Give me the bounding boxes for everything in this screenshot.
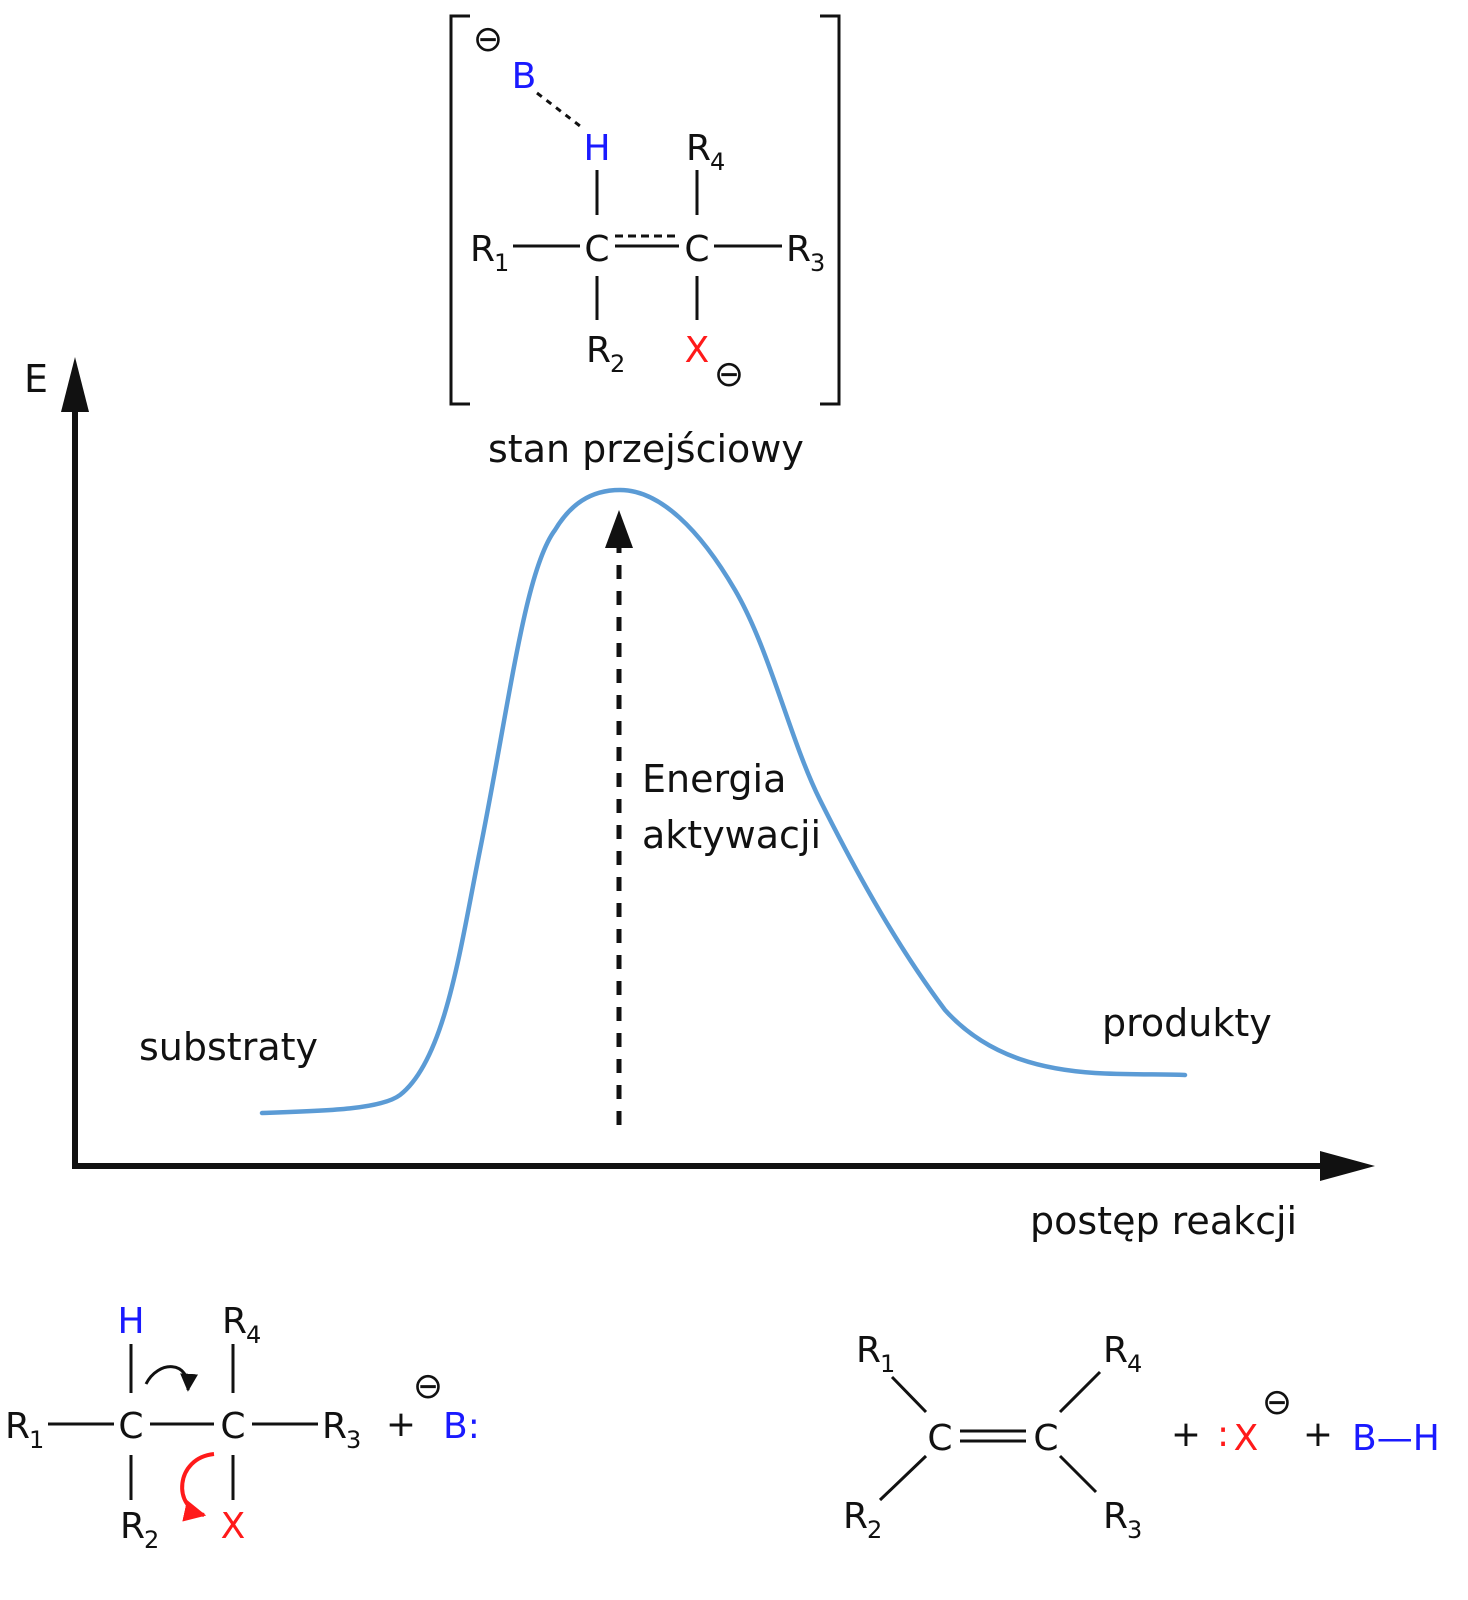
ts-r3-sub: 3 [810, 249, 825, 277]
ts-base: B [512, 56, 537, 97]
prod-bond-c2-r3 [1058, 1454, 1098, 1494]
activation-energy-arrow [605, 510, 633, 1125]
ts-carbon2: C [684, 229, 709, 270]
ts-r2: R [586, 330, 611, 371]
ts-r4: R [686, 128, 711, 169]
sub-base: B: [443, 1406, 480, 1447]
x-axis-arrowhead [1320, 1151, 1375, 1181]
prod-bond-c1-r2 [878, 1454, 928, 1502]
ts-r3: R [786, 229, 811, 270]
ts-leaving-group: X [685, 330, 710, 371]
prod-halide-charge: ⊖ [1262, 1382, 1292, 1423]
ts-base-charge: ⊖ [473, 19, 503, 60]
x-axis-label: postęp reakcji [1030, 1199, 1297, 1243]
sub-r3: R [322, 1406, 347, 1447]
prod-bond-c1-r1 [890, 1375, 928, 1414]
prod-r4-sub: 4 [1127, 1350, 1142, 1378]
prod-bond-c2-r4 [1058, 1370, 1102, 1414]
products-label: produkty [1102, 1001, 1272, 1045]
ts-r2-sub: 2 [610, 350, 625, 378]
prod-r4: R [1103, 1330, 1128, 1371]
sub-carbon2: C [220, 1406, 245, 1447]
prod-r3: R [1103, 1496, 1128, 1537]
prod-plus1: + [1171, 1414, 1201, 1455]
electron-push-arrow-cx [180, 1452, 215, 1522]
y-axis-arrowhead [61, 357, 89, 412]
activation-energy-arrowhead [605, 510, 633, 548]
sub-hydrogen: H [117, 1301, 144, 1342]
prod-r3-sub: 3 [1127, 1516, 1142, 1544]
sub-carbon1: C [118, 1406, 143, 1447]
transition-state-structure: ⊖ B H C C R 1 R 3 R 4 R 2 X ⊖ [449, 14, 841, 406]
transition-state-label: stan przejściowy [488, 427, 804, 471]
ts-hydrogen: H [583, 128, 610, 169]
sub-plus: + [386, 1404, 416, 1445]
ts-partial-bond-bh [536, 91, 581, 128]
ts-r1: R [470, 229, 495, 270]
energy-curve [259, 487, 1188, 1116]
sub-r4-sub: 4 [246, 1321, 261, 1349]
sub-r4: R [222, 1301, 247, 1342]
prod-halide: X [1234, 1418, 1259, 1459]
activation-energy-label-line1: Energia [642, 757, 786, 801]
prod-carbon1: C [927, 1418, 952, 1459]
sub-base-charge: ⊖ [413, 1366, 443, 1407]
sub-r2-sub: 2 [144, 1526, 159, 1554]
prod-halide-lone-pair: : [1217, 1414, 1229, 1455]
activation-energy-label-line2: aktywacji [642, 813, 821, 857]
prod-r1-sub: 1 [880, 1350, 895, 1378]
sub-r2: R [120, 1506, 145, 1547]
sub-leaving-group: X [221, 1506, 246, 1547]
prod-r2-sub: 2 [867, 1516, 882, 1544]
axes: E postęp reakcji [24, 357, 1375, 1243]
sub-r1: R [5, 1406, 30, 1447]
ts-r1-sub: 1 [494, 249, 509, 277]
prod-r2: R [843, 1496, 868, 1537]
prod-r1: R [856, 1330, 881, 1371]
sub-r1-sub: 1 [29, 1426, 44, 1454]
prod-carbon2: C [1033, 1418, 1058, 1459]
electron-push-arrow-ch [144, 1365, 199, 1392]
right-bracket [820, 14, 841, 406]
y-axis-label: E [24, 357, 48, 401]
product-structure: C C R 1 R 2 R 4 R 3 + : X ⊖ + B—H [843, 1330, 1440, 1544]
prod-acid: B—H [1352, 1418, 1440, 1459]
ts-r4-sub: 4 [710, 148, 725, 176]
prod-plus2: + [1303, 1414, 1333, 1455]
reactants-label: substraty [139, 1025, 318, 1069]
ts-carbon1: C [584, 229, 609, 270]
ts-leaving-charge: ⊖ [714, 354, 744, 395]
sub-r3-sub: 3 [346, 1426, 361, 1454]
substrate-structure: H C C R 1 R 3 R 4 R 2 X + ⊖ B: [5, 1301, 480, 1554]
left-bracket [449, 14, 470, 406]
